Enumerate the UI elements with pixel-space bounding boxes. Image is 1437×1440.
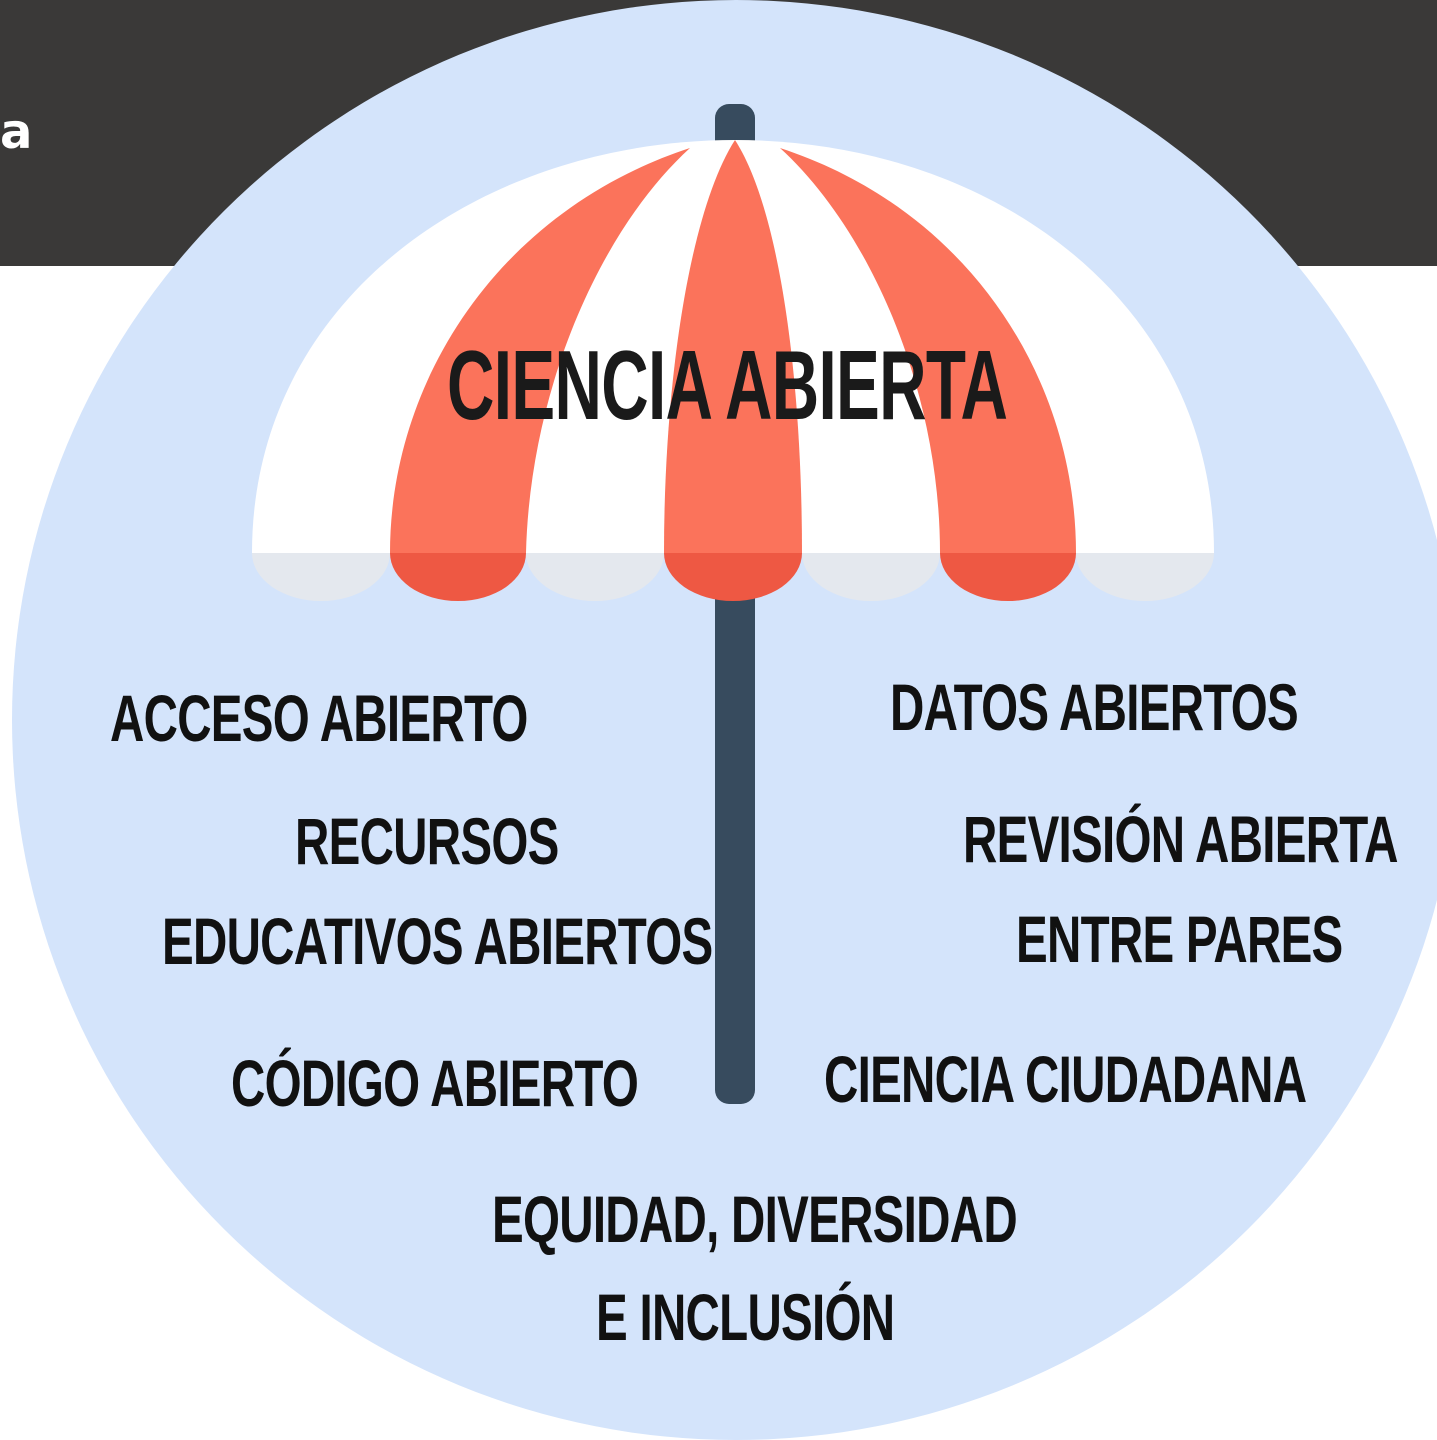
umbrella-stripe-right (780, 148, 1076, 553)
label-recursos-line2: EDUCATIVOS ABIERTOS (162, 904, 713, 978)
label-codigo-abierto: CÓDIGO ABIERTO (231, 1046, 639, 1120)
label-acceso-abierto: ACCESO ABIERTO (110, 681, 528, 755)
label-recursos-line1: RECURSOS (295, 804, 559, 878)
label-equidad-line2: E INCLUSIÓN (596, 1280, 895, 1354)
diagram-title: CIENCIA ABIERTA (447, 330, 1008, 440)
label-ciencia-ciudadana: CIENCIA CIUDADANA (824, 1042, 1307, 1116)
label-revision-line2: ENTRE PARES (1016, 902, 1343, 976)
umbrella-scallops (252, 553, 1214, 601)
umbrella-stripe-center (664, 140, 802, 553)
label-revision-line1: REVISIÓN ABIERTA (963, 802, 1398, 876)
umbrella-stripe-left (390, 148, 690, 553)
header-title-fragment: a (0, 104, 33, 160)
label-datos-abiertos: DATOS ABIERTOS (890, 670, 1299, 744)
label-equidad-line1: EQUIDAD, DIVERSIDAD (492, 1182, 1018, 1256)
